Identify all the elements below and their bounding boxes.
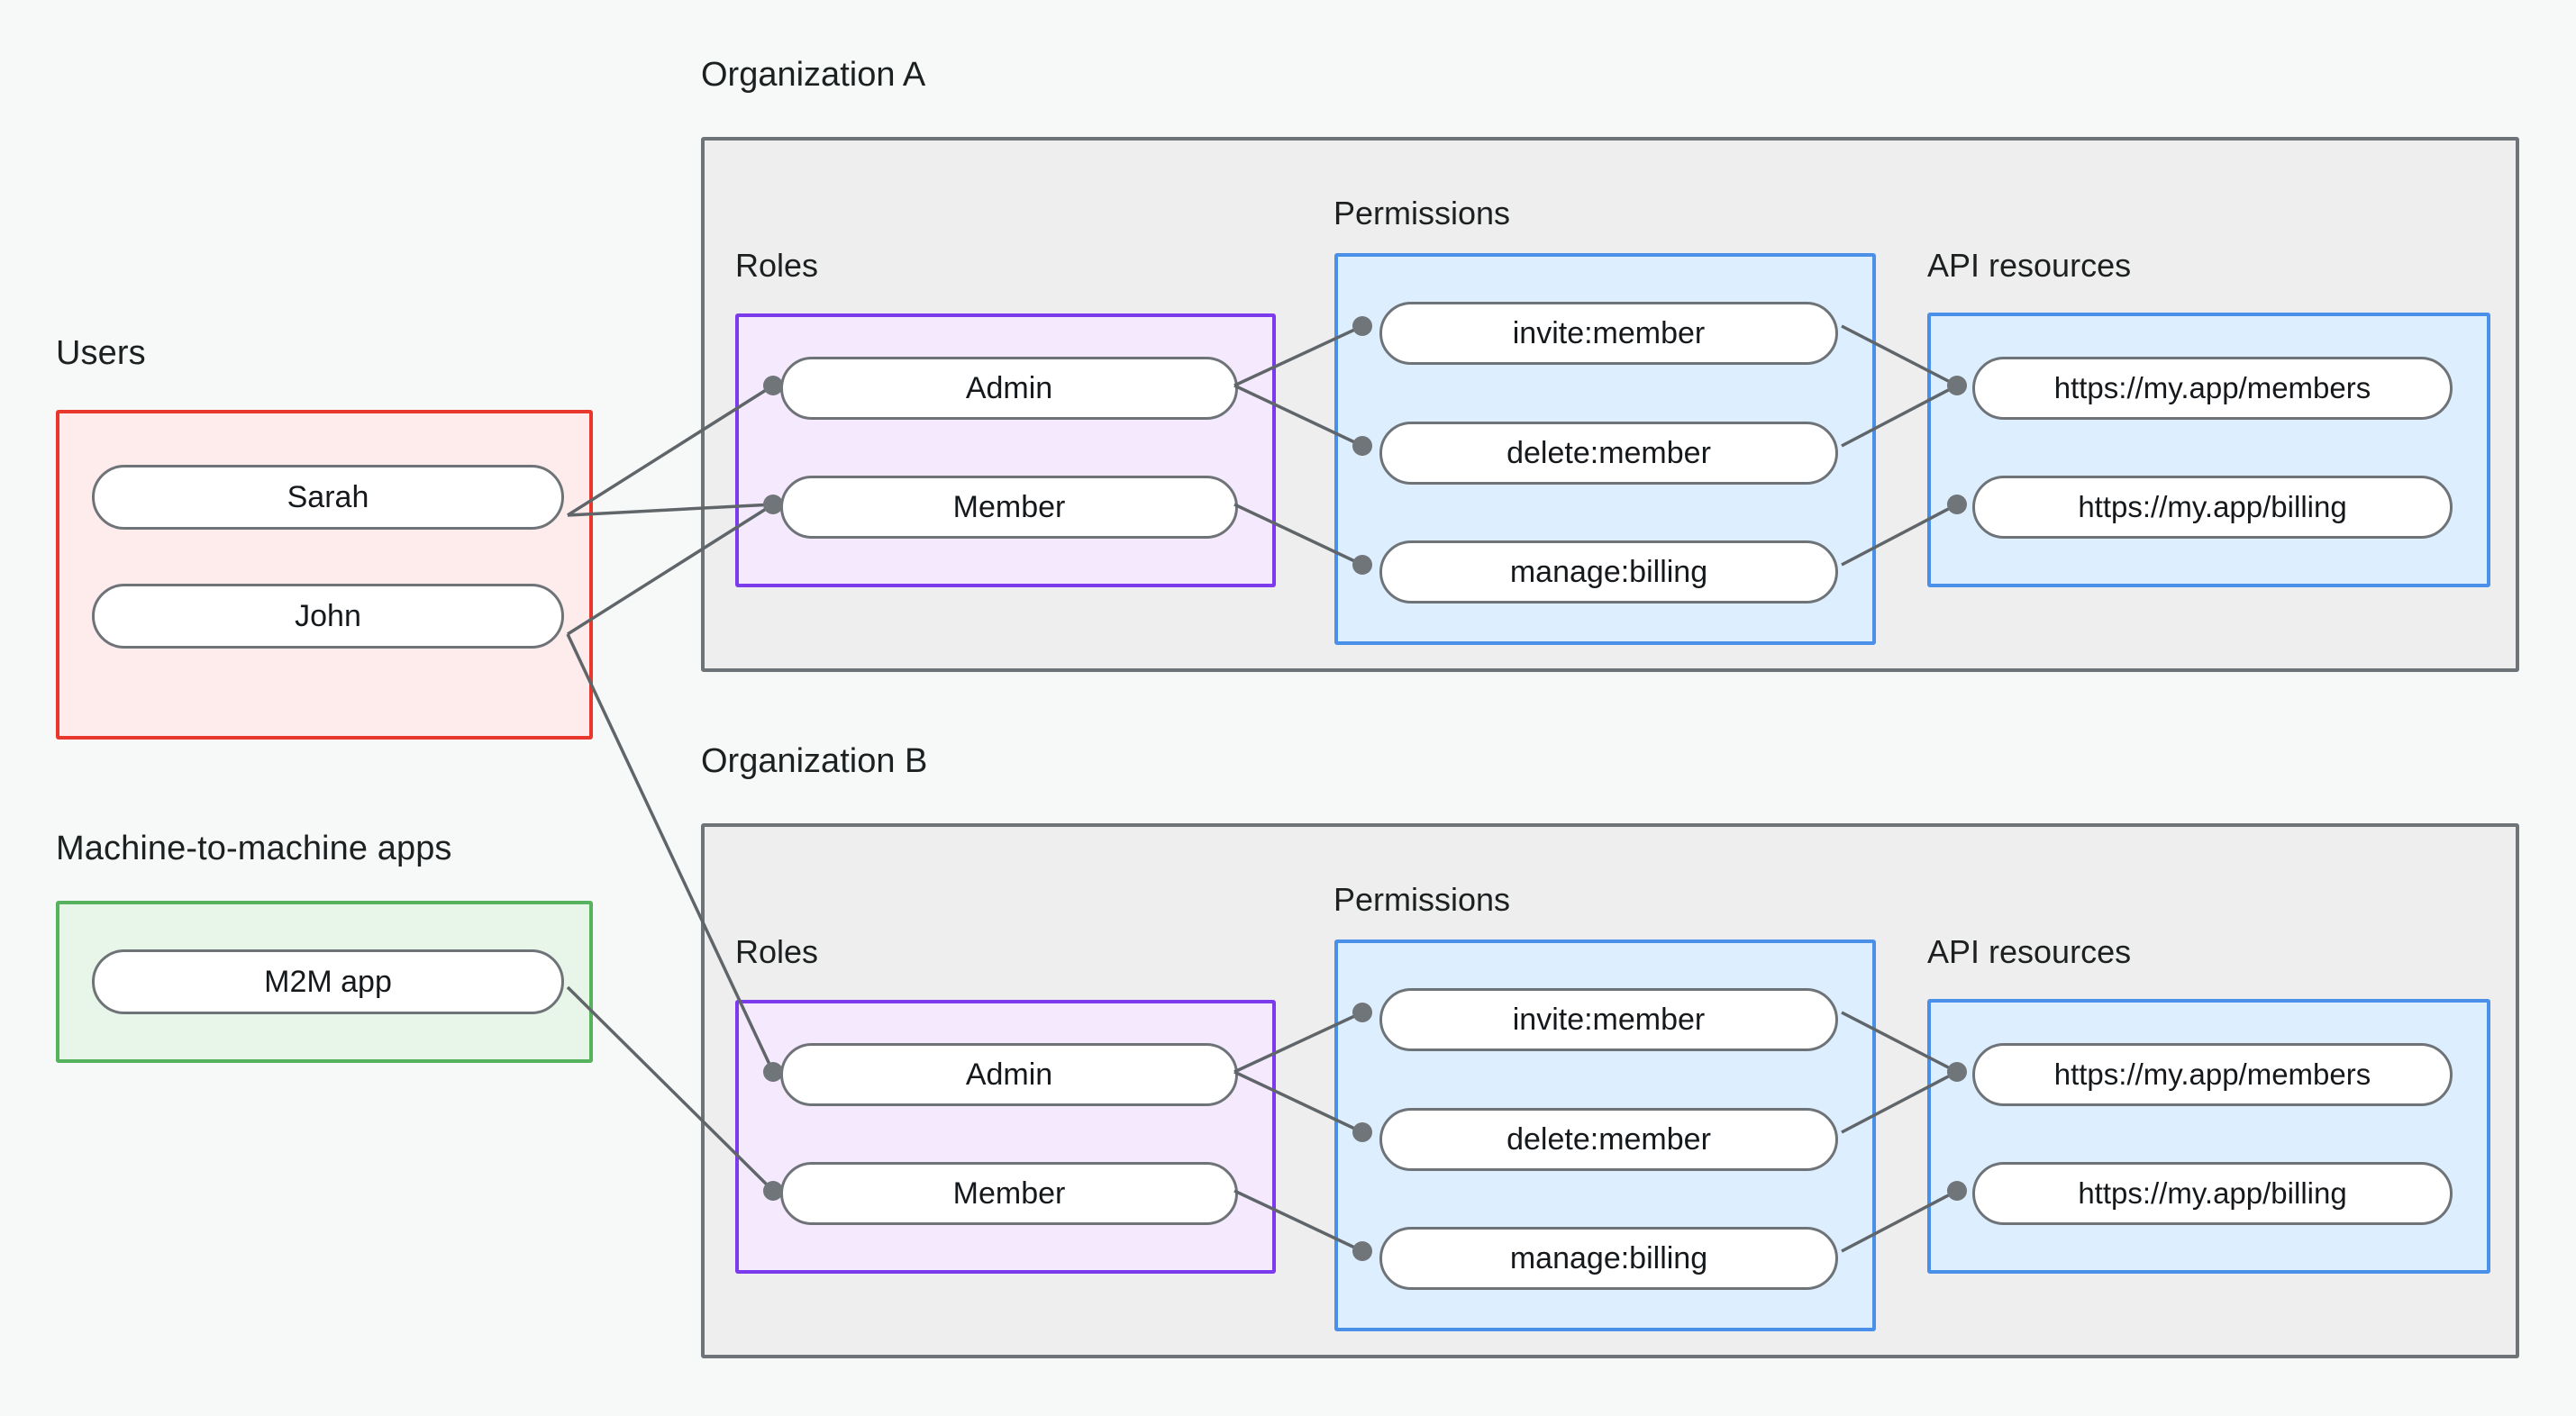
org-a-permissions-group[interactable]: invite:member delete:member manage:billi… [1334,253,1876,645]
organization-a-title: Organization A [701,56,926,94]
org-a-roles-label: Roles [735,247,819,284]
org-a-api-pill-members[interactable]: https://my.app/members [1972,357,2453,420]
users-group-label: Users [56,334,146,372]
org-b-permission-pill-manage-billing[interactable]: manage:billing [1379,1227,1838,1290]
org-b-permission-pill-delete-member[interactable]: delete:member [1379,1108,1838,1171]
users-group[interactable]: Sarah John [56,410,593,740]
org-a-role-pill-admin[interactable]: Admin [780,357,1238,420]
org-b-api-pill-billing[interactable]: https://my.app/billing [1972,1162,2453,1225]
org-b-role-pill-member[interactable]: Member [780,1162,1238,1225]
org-b-api-pill-members[interactable]: https://my.app/members [1972,1043,2453,1106]
user-pill-sarah[interactable]: Sarah [92,465,564,530]
org-a-api-resources-group[interactable]: https://my.app/members https://my.app/bi… [1927,313,2490,587]
organization-b-container[interactable]: Roles Admin Member Permissions invite:me… [701,823,2519,1358]
org-b-roles-label: Roles [735,933,819,970]
organization-b-title: Organization B [701,742,928,780]
org-a-api-resources-label: API resources [1927,247,2132,284]
org-a-permission-pill-invite-member[interactable]: invite:member [1379,302,1838,365]
org-b-roles-group[interactable]: Admin Member [735,1000,1276,1274]
m2m-pill-app[interactable]: M2M app [92,949,564,1014]
org-a-permission-pill-manage-billing[interactable]: manage:billing [1379,540,1838,604]
org-a-api-pill-billing[interactable]: https://my.app/billing [1972,476,2453,539]
user-pill-john[interactable]: John [92,584,564,649]
org-b-permission-pill-invite-member[interactable]: invite:member [1379,988,1838,1051]
org-a-permission-pill-delete-member[interactable]: delete:member [1379,422,1838,485]
org-b-role-pill-admin[interactable]: Admin [780,1043,1238,1106]
organization-a-container[interactable]: Roles Admin Member Permissions invite:me… [701,137,2519,672]
org-b-permissions-label: Permissions [1334,881,1511,918]
org-a-permissions-label: Permissions [1334,195,1511,231]
org-b-api-resources-label: API resources [1927,933,2132,970]
m2m-group-label: Machine-to-machine apps [56,830,452,867]
org-b-permissions-group[interactable]: invite:member delete:member manage:billi… [1334,939,1876,1331]
org-b-api-resources-group[interactable]: https://my.app/members https://my.app/bi… [1927,999,2490,1274]
org-a-roles-group[interactable]: Admin Member [735,313,1276,587]
m2m-group[interactable]: M2M app [56,901,593,1063]
org-a-role-pill-member[interactable]: Member [780,476,1238,539]
